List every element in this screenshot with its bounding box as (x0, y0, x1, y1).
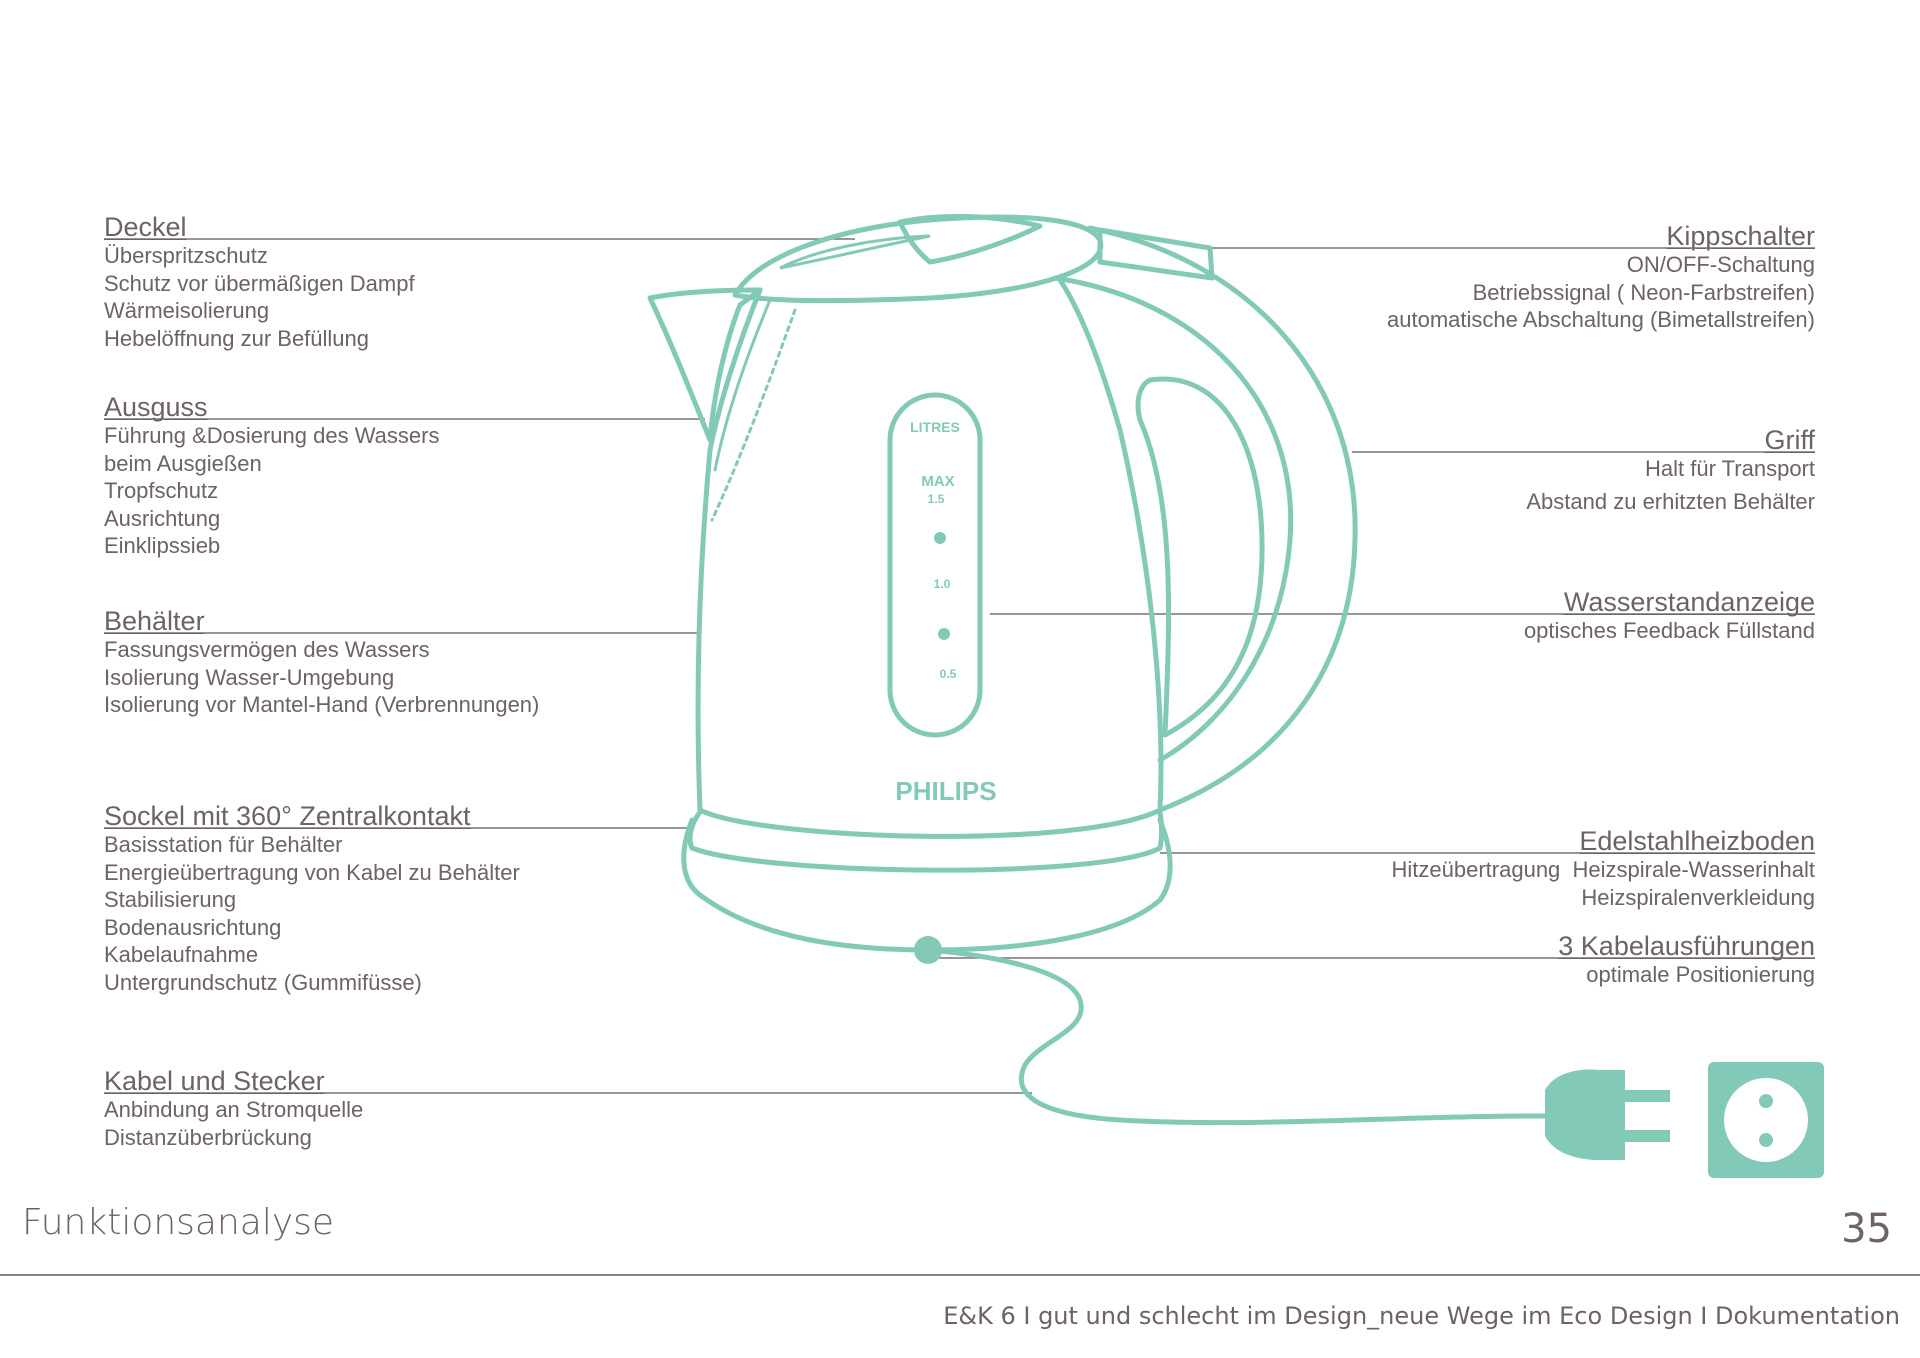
label-griff: Griff Halt für Transport Abstand zu erhi… (1526, 425, 1815, 515)
label-deckel-line: Wärmeisolierung (104, 298, 270, 323)
label-kabel: Kabel und Stecker Anbindung an Stromquel… (104, 1066, 363, 1151)
label-heizboden: Edelstahlheizboden Hitzeübertragung Heiz… (1392, 826, 1815, 911)
lid-lever (897, 213, 1043, 265)
plug-icon (1545, 1069, 1670, 1160)
label-ausguss-line: Tropfschutz (104, 478, 219, 503)
label-kippschalter: Kippschalter ON/OFF-Schaltung Betriebssi… (1387, 221, 1815, 334)
label-griff-line: Abstand zu erhitzten Behälter (1526, 488, 1815, 514)
label-kabel-title: Kabel und Stecker (104, 1066, 325, 1096)
label-heizboden-line: Heizspiralenverkleidung (1581, 884, 1815, 910)
lid-outer (732, 214, 1104, 304)
label-heizboden-title: Edelstahlheizboden (1579, 826, 1815, 856)
gauge-max-value: 1.5 (928, 492, 945, 506)
label-wasserstand: Wasserstandanzeige optisches Feedback Fü… (1524, 587, 1815, 645)
label-kabelausfuehrungen: 3 Kabelausführungen optimale Positionier… (1558, 931, 1815, 989)
label-griff-line: Halt für Transport (1645, 456, 1815, 481)
label-griff-title: Griff (1764, 425, 1815, 455)
label-behaelter-title: Behälter (104, 606, 205, 636)
label-ausguss-title: Ausguss (104, 392, 208, 422)
label-deckel-line: Hebelöffnung zur Befüllung (104, 325, 370, 351)
label-sockel-line: Kabelaufnahme (104, 942, 259, 967)
label-wasserstand-title: Wasserstandanzeige (1563, 587, 1815, 617)
cable (925, 947, 1548, 1126)
label-ausguss-line: Führung &Dosierung des Wassers (104, 423, 440, 448)
label-sockel-line: Untergrundschutz (Gummifüsse) (104, 969, 422, 995)
gauge-max-label: MAX (921, 473, 954, 490)
label-kabelausfuehrungen-line: optimale Positionierung (1586, 962, 1815, 987)
label-sockel-line: Stabilisierung (104, 887, 237, 912)
socket-pin-top (1759, 1094, 1773, 1108)
label-wasserstand-line: optisches Feedback Füllstand (1523, 618, 1815, 643)
label-deckel-title: Deckel (104, 212, 187, 242)
label-sockel-title: Sockel mit 360° Zentralkontakt (104, 801, 471, 831)
label-sockel: Sockel mit 360° Zentralkontakt Basisstat… (104, 801, 520, 996)
gauge-dot-lower (938, 628, 950, 640)
label-kabel-line: Anbindung an Stromquelle (104, 1097, 364, 1122)
label-sockel-line: Basisstation für Behälter (104, 832, 343, 857)
base-top (687, 809, 1164, 873)
kettle-illustration: LITRES MAX 1.5 1.0 0.5 PHILIPS (647, 213, 1824, 1178)
label-kippschalter-line: automatische Abschaltung (Bimetallstreif… (1387, 307, 1815, 332)
lid-rim (779, 234, 931, 270)
brand-logo: PHILIPS (895, 776, 996, 806)
switch (1097, 227, 1215, 281)
label-heizboden-line: Hitzeübertragung Heizspirale-Wasserinhal… (1391, 857, 1815, 882)
section-title: Funktionsanalyse (22, 1202, 335, 1243)
label-kippschalter-title: Kippschalter (1666, 221, 1815, 251)
socket-face (1724, 1078, 1808, 1162)
footer-credit: E&K 6 I gut und schlecht im Design_neue … (943, 1302, 1900, 1330)
label-ausguss: Ausguss Führung &Dosierung des Wassers b… (104, 392, 439, 560)
label-sockel-line: Bodenausrichtung (104, 914, 282, 940)
label-deckel-line: Überspritzschutz (104, 243, 268, 268)
gauge-dot-upper (934, 532, 946, 544)
gauge-litres-label: LITRES (910, 419, 960, 435)
label-behaelter-line: Isolierung Wasser-Umgebung (104, 664, 395, 690)
label-behaelter-line: Isolierung vor Mantel-Hand (Verbrennunge… (104, 692, 540, 717)
leader-lines (104, 238, 1815, 1094)
body (695, 277, 1164, 839)
handle-inner (1052, 275, 1294, 763)
body-seam (713, 298, 772, 472)
label-kippschalter-line: ON/OFF-Schaltung (1626, 252, 1815, 277)
handle-outer (1087, 225, 1358, 813)
spout-strainer (710, 308, 797, 522)
gauge-mid-label: 1.0 (934, 577, 951, 591)
page-number: 35 (1841, 1206, 1892, 1252)
label-ausguss-line: Einklipssieb (104, 533, 221, 558)
socket-pin-bottom (1759, 1133, 1773, 1147)
label-sockel-line: Energieübertragung von Kabel zu Behälter (104, 859, 520, 885)
label-kabel-line: Distanzüberbrückung (104, 1124, 312, 1150)
label-kippschalter-line: Betriebssignal ( Neon-Farbstreifen) (1472, 279, 1815, 305)
label-ausguss-line: Ausrichtung (104, 505, 221, 531)
gauge-low-label: 0.5 (940, 667, 957, 681)
label-deckel-line: Schutz vor übermäßigen Dampf (104, 270, 415, 296)
spout (647, 287, 763, 443)
handle-grip (1135, 376, 1265, 738)
label-behaelter-line: Fassungsvermögen des Wassers (104, 637, 430, 662)
label-deckel: Deckel Überspritzschutz Schutz vor überm… (104, 212, 415, 352)
water-window (887, 392, 983, 738)
label-behaelter: Behälter Fassungsvermögen des Wassers Is… (104, 606, 539, 719)
label-kabelausfuehrungen-title: 3 Kabelausführungen (1558, 931, 1815, 961)
base (681, 817, 1173, 953)
footer-divider (0, 1274, 1920, 1276)
label-ausguss-line: beim Ausgießen (104, 450, 262, 476)
